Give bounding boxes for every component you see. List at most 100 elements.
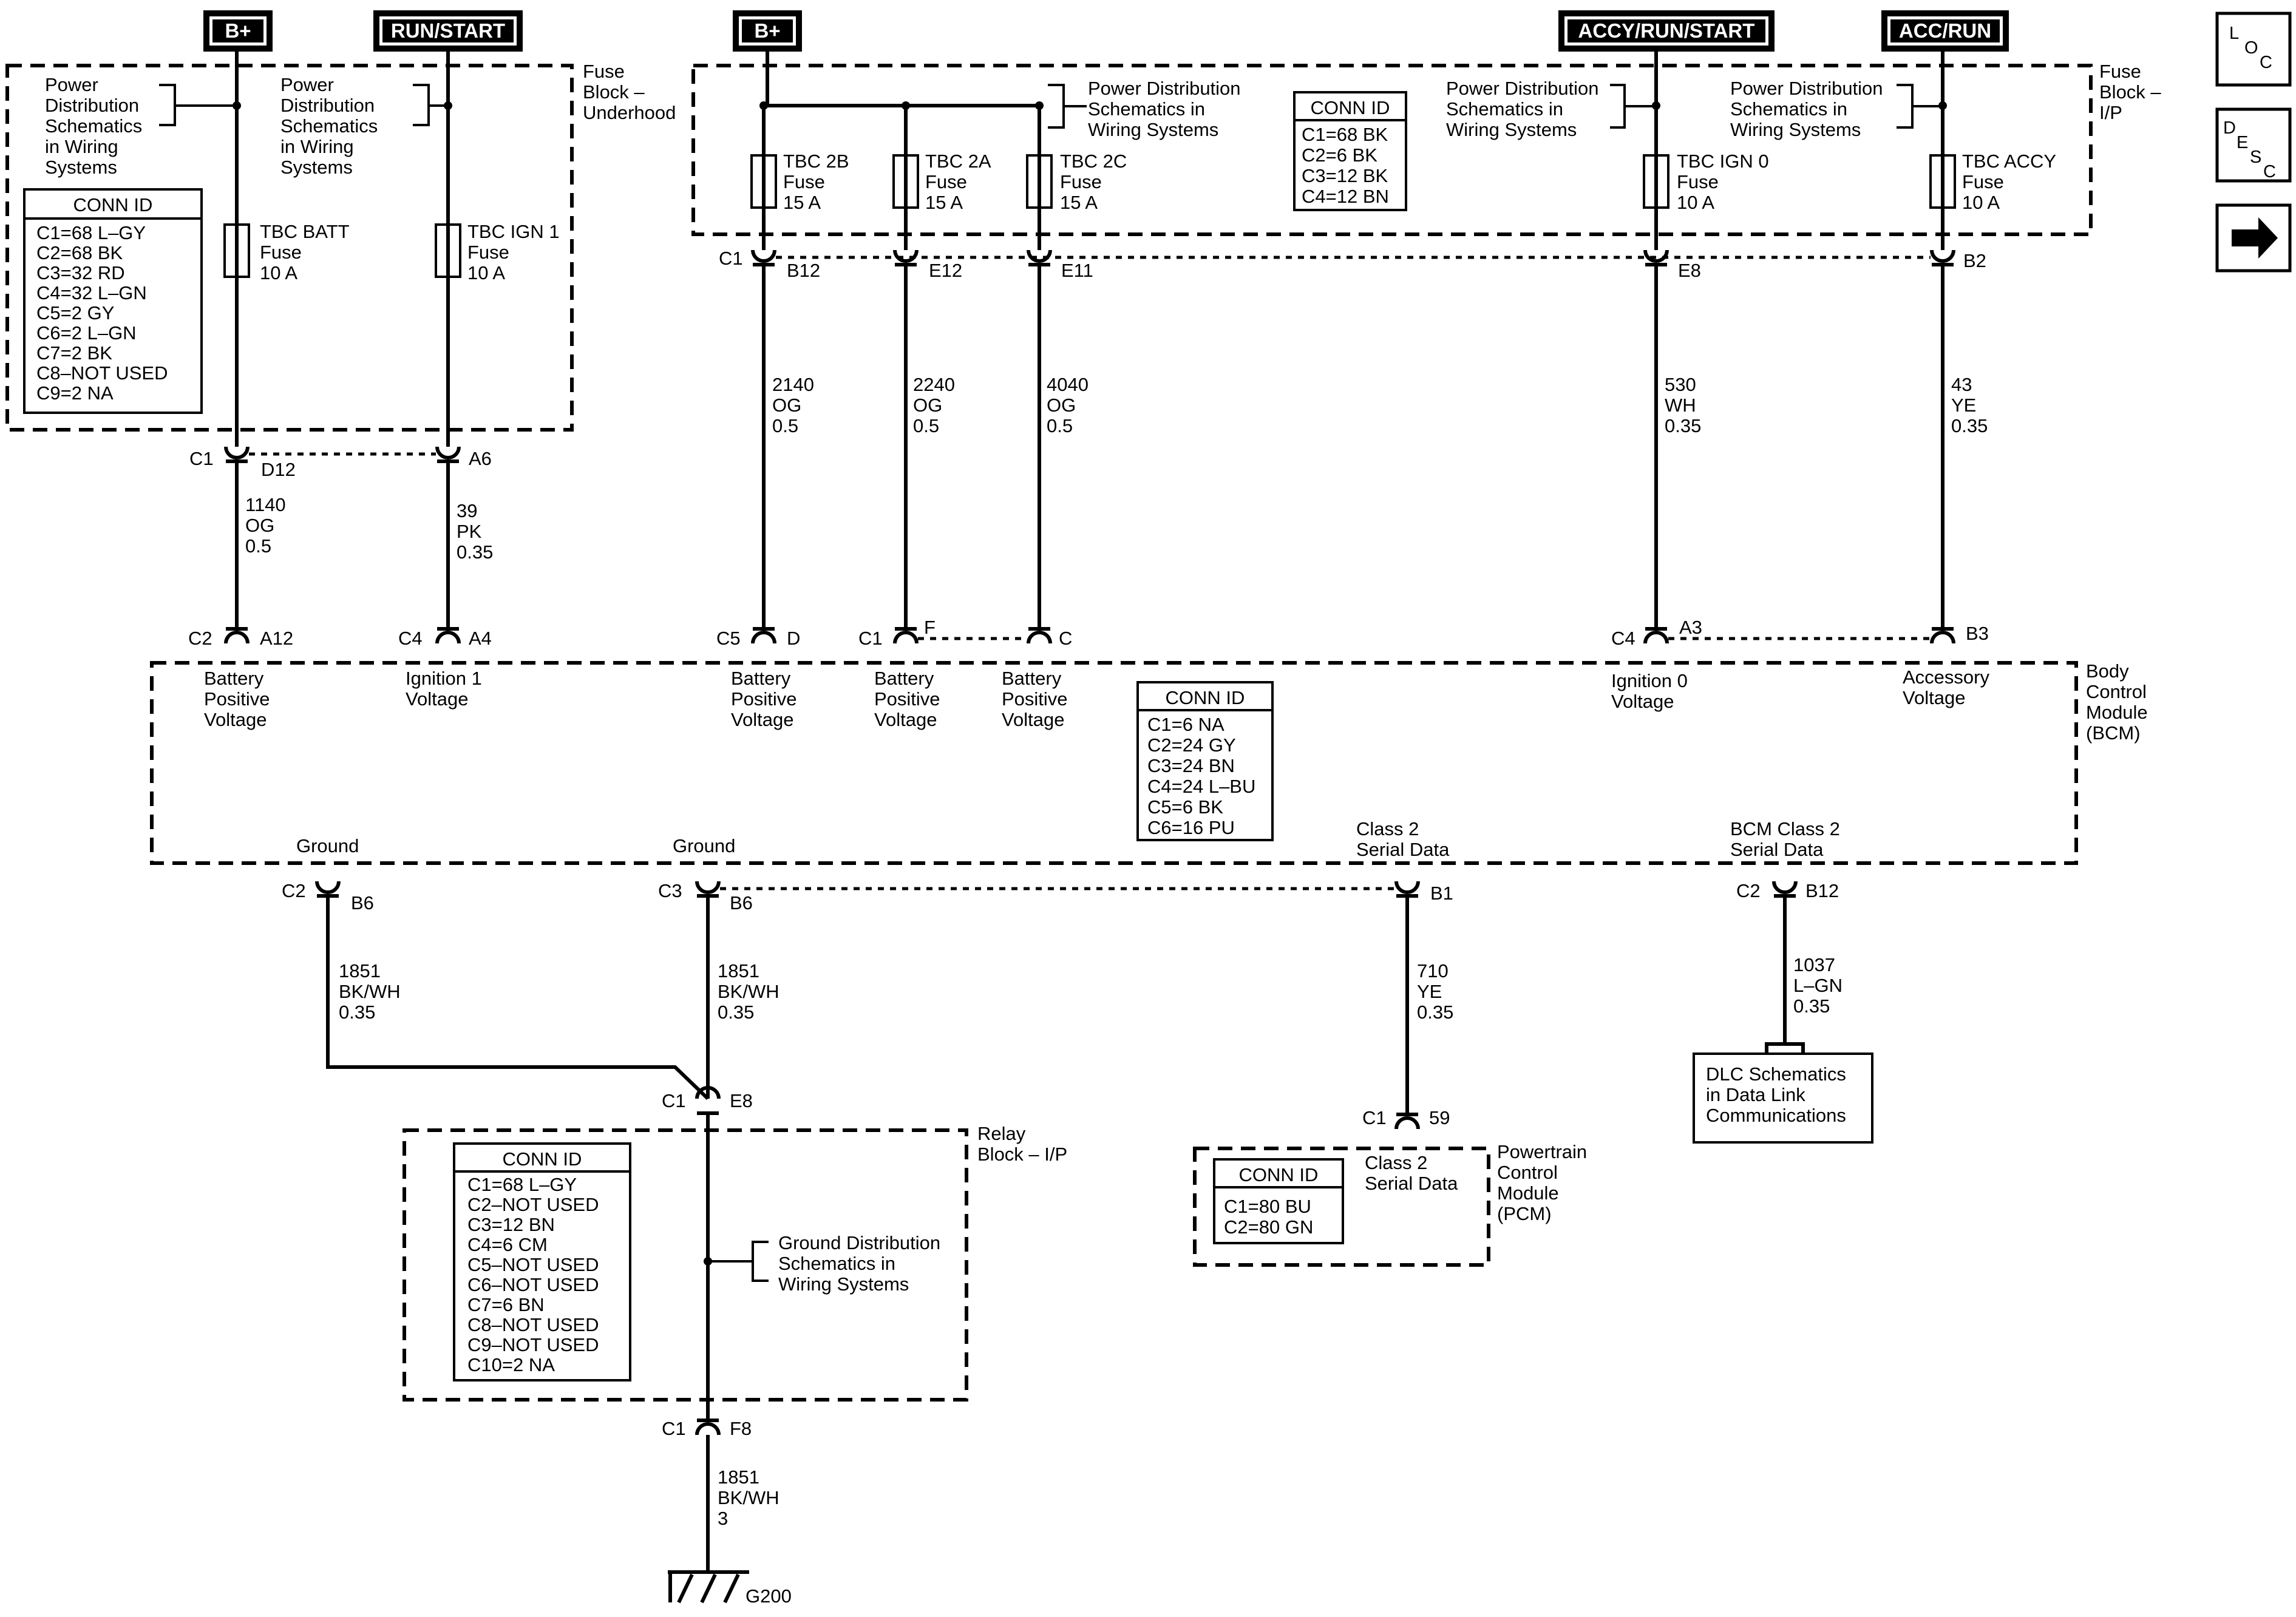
- svg-text:C5: C5: [716, 628, 741, 649]
- source-accy-run-start: ACCY/RUN/START: [1558, 10, 1775, 52]
- svg-text:Module: Module: [1497, 1182, 1559, 1204]
- svg-text:OG: OG: [245, 515, 274, 536]
- svg-text:Battery: Battery: [204, 668, 264, 689]
- next-arrow-button[interactable]: [2215, 203, 2292, 273]
- svg-text:C1: C1: [858, 628, 883, 649]
- svg-text:F: F: [924, 617, 936, 638]
- svg-text:C1: C1: [189, 448, 214, 469]
- svg-text:C3=24 BN: C3=24 BN: [1147, 755, 1235, 776]
- svg-text:L–GN: L–GN: [1793, 975, 1843, 996]
- svg-text:Voltage: Voltage: [406, 688, 468, 710]
- svg-text:C4: C4: [1611, 628, 1635, 649]
- svg-text:10 A: 10 A: [260, 262, 297, 283]
- svg-text:C4=24 L–BU: C4=24 L–BU: [1147, 776, 1255, 797]
- svg-text:Wiring Systems: Wiring Systems: [1088, 119, 1218, 140]
- svg-text:G200: G200: [746, 1585, 792, 1607]
- svg-text:B+: B+: [225, 19, 251, 42]
- svg-text:Schematics in: Schematics in: [1730, 98, 1847, 120]
- svg-text:TBC IGN 1: TBC IGN 1: [467, 221, 560, 242]
- svg-text:Powertrain: Powertrain: [1497, 1141, 1587, 1162]
- svg-text:B3: B3: [1966, 623, 1989, 644]
- svg-text:E8: E8: [730, 1090, 753, 1111]
- svg-text:D: D: [2223, 118, 2236, 138]
- svg-text:B1: B1: [1430, 883, 1453, 904]
- svg-text:CONN ID: CONN ID: [1239, 1164, 1319, 1185]
- svg-text:C4=6 CM: C4=6 CM: [467, 1234, 548, 1255]
- svg-text:C3=12 BK: C3=12 BK: [1302, 165, 1388, 186]
- svg-text:TBC 2A: TBC 2A: [925, 151, 991, 172]
- svg-text:0.5: 0.5: [245, 535, 271, 557]
- svg-text:C7=6 BN: C7=6 BN: [467, 1294, 545, 1315]
- svg-text:Power: Power: [45, 74, 98, 95]
- svg-text:B12: B12: [787, 260, 820, 281]
- svg-text:Class 2: Class 2: [1356, 818, 1419, 839]
- arrow-right-icon: [2232, 217, 2278, 259]
- svg-text:C9=2 NA: C9=2 NA: [36, 382, 114, 404]
- svg-text:Positive: Positive: [1002, 688, 1068, 710]
- svg-text:15 A: 15 A: [925, 192, 963, 213]
- svg-text:C1=80 BU: C1=80 BU: [1224, 1196, 1311, 1217]
- svg-text:C6=16 PU: C6=16 PU: [1147, 817, 1235, 838]
- svg-text:F8: F8: [730, 1418, 752, 1439]
- svg-text:43: 43: [1951, 374, 1972, 395]
- svg-text:2240: 2240: [913, 374, 955, 395]
- svg-text:B12: B12: [1805, 880, 1839, 901]
- svg-text:Fuse: Fuse: [260, 242, 302, 263]
- svg-text:Fuse: Fuse: [467, 242, 509, 263]
- svg-text:A6: A6: [469, 448, 492, 469]
- svg-text:710: 710: [1417, 960, 1449, 981]
- svg-text:B6: B6: [351, 892, 374, 914]
- svg-text:BK/WH: BK/WH: [718, 1487, 779, 1508]
- svg-text:Ground: Ground: [296, 835, 359, 856]
- svg-text:0.35: 0.35: [718, 1002, 754, 1023]
- svg-text:C6–NOT USED: C6–NOT USED: [467, 1274, 599, 1295]
- svg-text:Schematics: Schematics: [280, 115, 378, 137]
- svg-text:Positive: Positive: [874, 688, 940, 710]
- svg-text:10 A: 10 A: [1962, 192, 2000, 213]
- svg-text:Underhood: Underhood: [583, 102, 676, 123]
- svg-text:C8–NOT USED: C8–NOT USED: [36, 362, 168, 384]
- svg-text:1851: 1851: [718, 1466, 759, 1488]
- svg-text:C1: C1: [662, 1418, 686, 1439]
- svg-text:C1=68 L–GY: C1=68 L–GY: [467, 1174, 577, 1195]
- svg-text:B6: B6: [730, 892, 753, 914]
- svg-text:OG: OG: [772, 395, 801, 416]
- svg-text:BK/WH: BK/WH: [718, 981, 779, 1002]
- svg-text:C1: C1: [662, 1090, 686, 1111]
- svg-text:OG: OG: [1047, 395, 1076, 416]
- svg-text:Voltage: Voltage: [1611, 691, 1674, 712]
- svg-text:E8: E8: [1678, 260, 1701, 281]
- loc-button[interactable]: L O C: [2215, 12, 2292, 87]
- svg-text:C4=32 L–GN: C4=32 L–GN: [36, 282, 147, 303]
- svg-text:Fuse: Fuse: [2099, 61, 2141, 82]
- svg-text:in Wiring: in Wiring: [45, 136, 118, 157]
- svg-text:in Data Link: in Data Link: [1706, 1084, 1805, 1105]
- wires: [233, 49, 1947, 1572]
- svg-text:B2: B2: [1963, 250, 1986, 271]
- svg-text:C2=80 GN: C2=80 GN: [1224, 1216, 1313, 1238]
- desc-button[interactable]: D E S C: [2215, 107, 2292, 183]
- svg-text:A3: A3: [1679, 617, 1702, 638]
- svg-text:Body: Body: [2086, 660, 2129, 682]
- svg-text:Voltage: Voltage: [731, 709, 793, 730]
- source-acc-run: ACC/RUN: [1881, 10, 2009, 52]
- svg-text:C1=6 NA: C1=6 NA: [1147, 714, 1224, 735]
- dlc-schematics-reference[interactable]: DLC Schematics in Data Link Communicatio…: [1693, 1053, 1873, 1144]
- svg-text:E: E: [2237, 133, 2248, 152]
- svg-text:0.35: 0.35: [1793, 995, 1830, 1017]
- svg-text:Fuse: Fuse: [1060, 171, 1102, 192]
- svg-text:Fuse: Fuse: [783, 171, 825, 192]
- svg-text:Ground Distribution: Ground Distribution: [778, 1232, 940, 1253]
- fuse-block-ip: Fuse Block – I/P Power Distribution Sche…: [691, 61, 2161, 236]
- svg-text:TBC IGN 0: TBC IGN 0: [1677, 151, 1769, 172]
- svg-text:O: O: [2244, 38, 2258, 58]
- svg-text:A4: A4: [469, 628, 492, 649]
- svg-text:Wiring Systems: Wiring Systems: [1730, 119, 1861, 140]
- ground-g200: G200: [668, 1570, 792, 1607]
- svg-text:ACC/RUN: ACC/RUN: [1899, 19, 1991, 42]
- svg-text:OG: OG: [913, 395, 942, 416]
- svg-text:Power Distribution: Power Distribution: [1088, 78, 1241, 99]
- svg-text:C6=2 L–GN: C6=2 L–GN: [36, 322, 137, 344]
- svg-text:Voltage: Voltage: [1903, 687, 1965, 708]
- svg-text:C2=6 BK: C2=6 BK: [1302, 144, 1377, 166]
